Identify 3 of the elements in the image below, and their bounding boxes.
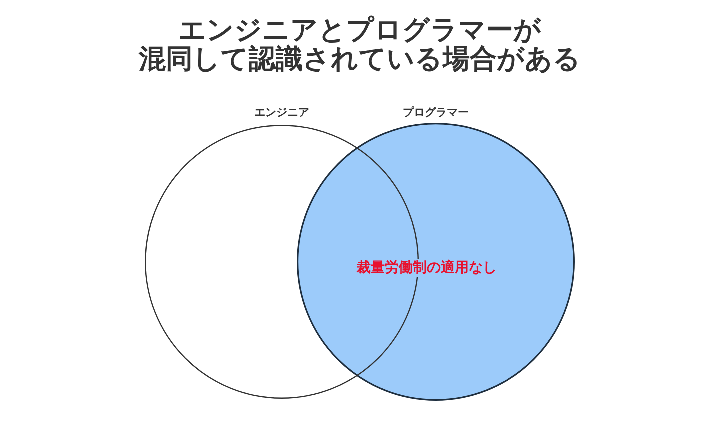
- title: エンジニアとプログラマーが混同して認識されている場合がある: [138, 16, 582, 74]
- circle-label: エンジニア: [254, 105, 310, 120]
- circle-label: プログラマー: [403, 105, 469, 120]
